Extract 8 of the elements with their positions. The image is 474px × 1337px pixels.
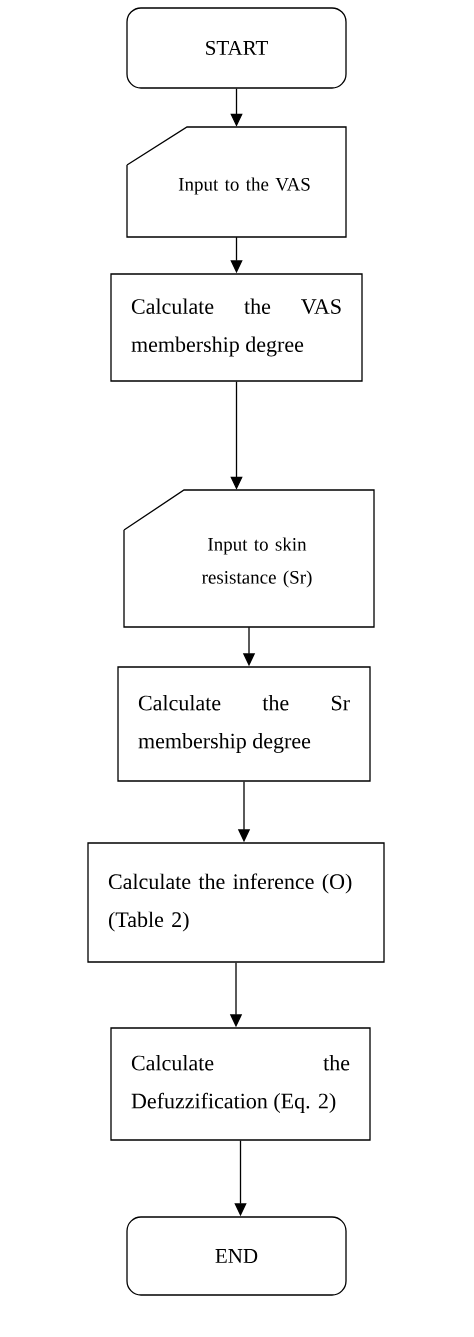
- process-box: Calculate the inference (O) (Table 2): [87, 842, 385, 963]
- manual-input-shape: Input to skin resistance (Sr): [123, 489, 375, 628]
- terminal-box: END: [126, 1216, 347, 1296]
- process-box: Calculate the VAS membership degree: [110, 273, 363, 382]
- manual-input-shape: Input to the VAS: [126, 126, 347, 238]
- terminal-box: START: [126, 7, 347, 89]
- process-box: Calculate the Defuzzification (Eq. 2): [110, 1027, 371, 1141]
- process-box: Calculate the Sr membership degree: [117, 666, 371, 782]
